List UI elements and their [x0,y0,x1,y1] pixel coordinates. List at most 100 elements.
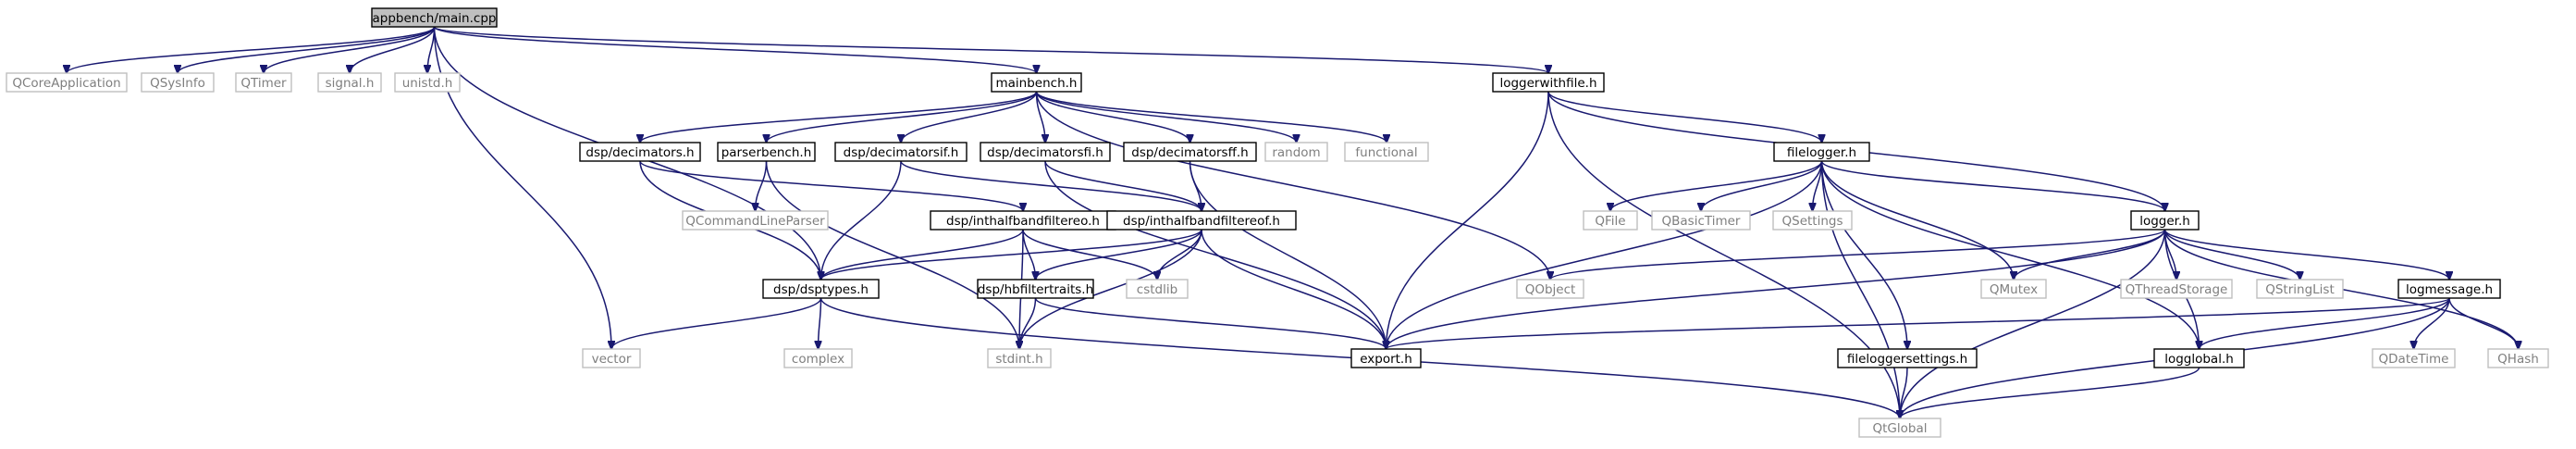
edge-loggerwithfile-to-export [1387,91,1549,349]
node-inthalfbandeo[interactable]: dsp/inthalfbandfiltereo.h [930,210,1116,231]
node-box-qcmdparser [682,210,829,231]
node-box-random [1264,142,1328,162]
edge-main-to-qsysinfo [178,26,436,73]
node-box-signal [317,72,382,93]
edge-mainbench-to-qobject [1035,91,1551,280]
node-decimatorsif[interactable]: dsp/decimatorsif.h [834,142,968,162]
node-box-main [371,7,498,28]
node-label-decimators: dsp/decimators.h [585,145,694,160]
node-box-loggerwithfile [1492,72,1605,93]
node-export[interactable]: export.h [1350,348,1422,368]
edge-filelogger-to-logglobal [1820,160,2200,349]
edge-decimatorsif-to-dsptypes [821,160,902,280]
node-label-qcmdparser: QCommandLineParser [685,214,825,229]
node-decimatorsff[interactable]: dsp/decimatorsff.h [1123,142,1257,162]
node-inthalfbandeof[interactable]: dsp/inthalfbandfiltereof.h [1106,210,1297,231]
node-label-main: appbench/main.cpp [373,11,497,26]
node-label-random: random [1272,145,1320,160]
edge-decimators-to-inthalfbandeo [639,160,1023,211]
node-box-export [1350,348,1422,368]
edge-main-to-qtimer [264,26,436,73]
node-box-parserbench [717,142,816,162]
node-decimators[interactable]: dsp/decimators.h [579,142,701,162]
edge-inthalfbandeo-to-cstdlib [1022,229,1157,280]
node-label-fileloggersettings: fileloggersettings.h [1847,352,1967,367]
node-box-unistd [394,72,461,93]
node-box-qstringlist [2256,279,2344,299]
node-logger[interactable]: logger.h [2130,210,2200,231]
node-qtimer: QTimer [235,72,292,93]
node-label-loggerwithfile: loggerwithfile.h [1499,76,1596,91]
node-box-cstdlib [1126,279,1189,299]
node-box-inthalfbandeof [1106,210,1297,231]
node-box-decimatorsfi [980,142,1111,162]
node-functional: functional [1344,142,1429,162]
node-label-inthalfbandeof: dsp/inthalfbandfiltereof.h [1123,214,1280,229]
node-label-qhash: QHash [2497,352,2539,367]
edge-main-to-loggerwithfile [433,26,1549,73]
edge-inthalfbandeof-to-stdint [1019,229,1202,349]
edge-logger-to-qtglobal [1900,229,2166,418]
node-qbasictimer: QBasicTimer [1651,210,1751,231]
edge-logglobal-to-qtglobal [1900,367,2200,418]
node-box-complex [783,348,853,368]
node-qdatetime: QDateTime [2372,348,2456,368]
edge-decimatorsfi-to-export [1044,160,1387,349]
node-label-stdint: stdint.h [995,352,1042,367]
edge-dsptypes-to-vector [611,297,822,349]
node-mainbench[interactable]: mainbench.h [991,72,1082,93]
node-decimatorsfi[interactable]: dsp/decimatorsfi.h [980,142,1111,162]
node-label-functional: functional [1355,145,1417,160]
edge-inthalfbandeof-to-hbfiltertraits [1036,229,1202,280]
node-qsysinfo: QSysInfo [141,72,215,93]
node-label-qmutex: QMutex [1990,282,2038,297]
node-parserbench[interactable]: parserbench.h [717,142,816,162]
node-box-logger [2130,210,2200,231]
node-box-decimators [579,142,701,162]
node-label-decimatorsff: dsp/decimatorsff.h [1131,145,1248,160]
node-fileloggersettings[interactable]: fileloggersettings.h [1837,348,1978,368]
node-logglobal[interactable]: logglobal.h [2153,348,2245,368]
edge-inthalfbandeof-to-dsptypes [821,229,1202,280]
node-label-qtglobal: QtGlobal [1873,421,1928,436]
node-qstringlist: QStringList [2256,279,2344,299]
node-label-inthalfbandeo: dsp/inthalfbandfiltereo.h [946,214,1100,229]
node-stdint: stdint.h [987,348,1052,368]
node-label-export: export.h [1360,352,1412,367]
edges-layer [67,26,2519,418]
node-box-decimatorsif [834,142,968,162]
edge-logger-to-qstringlist [2163,229,2300,280]
node-vector: vector [582,348,641,368]
node-label-qcoreapp: QCoreApplication [12,76,120,91]
node-loggerwithfile[interactable]: loggerwithfile.h [1492,72,1605,93]
node-box-qcoreapp [6,72,128,93]
edge-inthalfbandeo-to-dsptypes [821,229,1024,280]
node-label-logmessage: logmessage.h [2406,282,2493,297]
node-main[interactable]: appbench/main.cpp [371,7,498,28]
node-label-qsettings: QSettings [1782,214,1843,229]
node-label-cstdlib: cstdlib [1137,282,1177,297]
node-label-qbasictimer: QBasicTimer [1662,214,1741,229]
edge-dsptypes-to-complex [819,297,821,349]
node-logmessage[interactable]: logmessage.h [2397,279,2501,299]
node-label-hbfiltertraits: dsp/hbfiltertraits.h [978,282,1093,297]
edge-filelogger-to-logger [1820,160,2165,211]
node-box-decimatorsff [1123,142,1257,162]
edge-logmessage-to-export [1387,297,2450,349]
node-random: random [1264,142,1328,162]
node-box-qhash [2487,348,2549,368]
node-box-vector [582,348,641,368]
node-filelogger[interactable]: filelogger.h [1773,142,1870,162]
node-dsptypes[interactable]: dsp/dsptypes.h [762,279,880,299]
node-box-hbfiltertraits [977,279,1094,299]
edge-hbfiltertraits-to-stdint [1019,297,1037,349]
edge-mainbench-to-decimators [640,91,1038,143]
edge-parserbench-to-qcmdparser [756,160,768,211]
node-hbfiltertraits[interactable]: dsp/hbfiltertraits.h [977,279,1094,299]
node-label-qfile: QFile [1595,214,1625,229]
node-label-decimatorsif: dsp/decimatorsif.h [844,145,959,160]
edge-filelogger-to-qtglobal [1820,160,1901,418]
node-label-qsysinfo: QSysInfo [150,76,205,91]
node-box-fileloggersettings [1837,348,1978,368]
edge-mainbench-to-decimatorsif [901,91,1038,143]
